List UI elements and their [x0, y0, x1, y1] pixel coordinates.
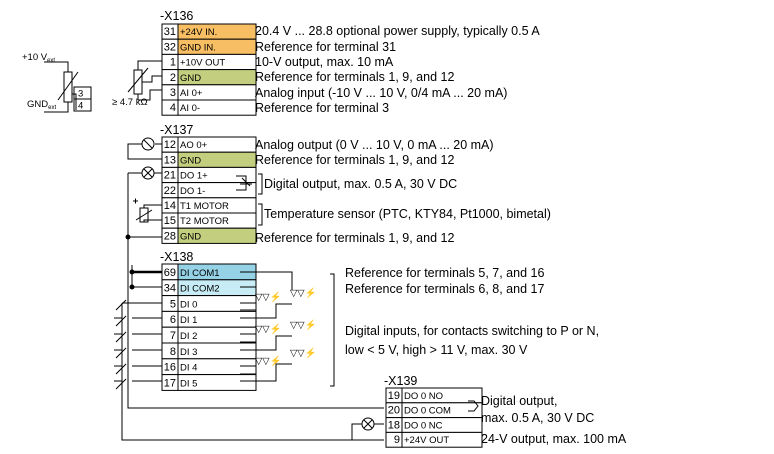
x138-terminal-number: 69	[164, 267, 176, 279]
x139-terminal-9-label-cell	[401, 431, 483, 448]
x137-terminal-28-label-cell	[177, 227, 257, 244]
external-potentiometer: +10 Vext GNDext 3 4	[22, 52, 92, 113]
x136-terminal-label: GND	[180, 73, 201, 84]
desc-34: Reference for terminals 6, 8, and 17	[345, 282, 544, 296]
desc-do0-1: Digital output,	[481, 394, 557, 408]
desc-2: Reference for terminals 1, 9, and 12	[255, 70, 454, 84]
ext-supply-label: +10 Vext	[22, 52, 55, 64]
x136-terminal-label: GND IN.	[180, 42, 216, 53]
x137-terminal-number: 12	[164, 139, 176, 151]
x138-terminal-17-label-cell	[177, 374, 257, 391]
x138-terminal-number: 17	[164, 377, 176, 389]
x138-terminal-label: DI 5	[180, 378, 197, 389]
x139-terminal-number: 18	[388, 419, 400, 431]
internal-potentiometer: ≥ 4.7 kΩ	[112, 60, 162, 108]
x138-terminal-label: DI COM1	[180, 268, 220, 279]
x136-terminal-number: 1	[170, 57, 176, 69]
x138-terminal-label: DI 2	[180, 331, 197, 342]
x137-terminal-label: AO 0+	[180, 140, 208, 151]
desc-do0-2: max. 0.5 A, 30 V DC	[481, 411, 594, 425]
desc-4: Reference for terminal 3	[255, 101, 389, 115]
x139-terminal-number: 19	[388, 390, 400, 402]
pot-min-note: ≥ 4.7 kΩ	[112, 97, 148, 108]
x138-terminal-number: 6	[170, 314, 176, 326]
x136-terminal-number: 3	[170, 87, 176, 99]
x137-header: -X137	[160, 123, 193, 137]
x139-terminal-label: DO 0 NC	[404, 420, 443, 431]
x136-terminal-number: 4	[170, 102, 176, 114]
optocoupler-icon: ▽▽⚡	[255, 291, 281, 303]
desc-31: 20.4 V ... 28.8 optional power supply, t…	[255, 24, 540, 38]
x139-terminal-number: 9	[394, 434, 400, 446]
x138-terminal-number: 16	[164, 362, 176, 374]
x138-terminal-number: 8	[170, 346, 176, 358]
x137-terminal-number: 15	[164, 215, 176, 227]
x138-terminal-label: DI 3	[180, 347, 197, 358]
x138-terminal-number: 5	[170, 298, 176, 310]
x138-header: -X138	[160, 250, 193, 264]
x137-terminal-number: 14	[164, 200, 176, 212]
desc-temp: Temperature sensor (PTC, KTY84, Pt1000, …	[264, 207, 551, 221]
x137-terminal-label: T2 MOTOR	[180, 216, 229, 227]
desc-24vout: 24-V output, max. 100 mA	[481, 432, 627, 446]
x136-terminal-label: AI 0-	[180, 103, 200, 114]
ext-terminal-3: 3	[78, 89, 83, 100]
desc-69: Reference for terminals 5, 7, and 16	[345, 266, 544, 280]
x138-terminal-number: 7	[170, 330, 176, 342]
x136-terminal-number: 32	[164, 41, 176, 53]
x138-terminal-label: DI COM2	[180, 284, 220, 295]
desc-13: Reference for terminals 1, 9, and 12	[255, 153, 454, 167]
x139-terminal-label: +24V OUT	[404, 435, 449, 446]
x137-terminal-number: 22	[164, 185, 176, 197]
desc-32: Reference for terminal 31	[255, 40, 396, 54]
optocoupler-icon: ▽▽⚡	[290, 347, 316, 359]
x136-terminal-label: +10V OUT	[180, 58, 225, 69]
x137-terminal-label: DO 1-	[180, 186, 205, 197]
x138-terminal-label: DI 4	[180, 363, 197, 374]
descriptions: 20.4 V ... 28.8 optional power supply, t…	[255, 24, 627, 446]
desc-28: Reference for terminals 1, 9, and 12	[255, 231, 454, 245]
desc-12: Analog output (0 V ... 10 V, 0 mA ... 20…	[255, 138, 494, 152]
x136-header: -X136	[160, 9, 193, 23]
x136-terminal-number: 2	[170, 72, 176, 84]
x139-header: -X139	[384, 374, 417, 388]
x137-terminal-number: 13	[164, 154, 176, 166]
desc-di-2: low < 5 V, high > 11 V, max. 30 V	[345, 343, 528, 357]
x139-terminal-label: DO 0 NO	[404, 391, 443, 402]
optocoupler-icon: ▽▽⚡	[255, 323, 281, 335]
x138-terminal-number: 34	[164, 283, 176, 295]
desc-3: Analog input (-10 V ... 10 V, 0/4 mA ...…	[255, 86, 507, 100]
optocoupler-icon: ▽▽⚡	[290, 319, 316, 331]
ext-terminal-4: 4	[78, 101, 83, 112]
desc-1: 10-V output, max. 10 mA	[255, 55, 394, 69]
x137-terminal-label: GND	[180, 231, 201, 242]
optocoupler-icon: ▽▽⚡	[255, 355, 281, 367]
x138-wiring	[114, 237, 384, 441]
x138-terminal-label: DI 0	[180, 299, 197, 310]
x137-terminal-label: T1 MOTOR	[180, 201, 229, 212]
x137-terminal-number: 28	[164, 230, 176, 242]
x137-terminal-label: DO 1+	[180, 171, 208, 182]
desc-do1: Digital output, max. 0.5 A, 30 V DC	[264, 177, 457, 191]
x137-terminal-label: GND	[180, 155, 201, 166]
desc-di-1: Digital inputs, for contacts switching t…	[345, 324, 599, 338]
optocoupler-icon: ▽▽⚡	[290, 287, 316, 299]
x136-terminal-label: +24V IN.	[180, 27, 217, 38]
x136-terminal-label: AI 0+	[180, 88, 203, 99]
ext-gnd-label: GNDext	[27, 99, 56, 111]
x136-terminal-number: 31	[164, 26, 176, 38]
x139-terminal-label: DO 0 COM	[404, 406, 451, 417]
x139-wiring	[351, 400, 479, 440]
x138-terminal-label: DI 1	[180, 315, 197, 326]
x137-terminal-number: 21	[164, 170, 176, 182]
x136-terminal-4-label-cell	[177, 99, 257, 116]
x139-terminal-number: 20	[388, 405, 400, 417]
